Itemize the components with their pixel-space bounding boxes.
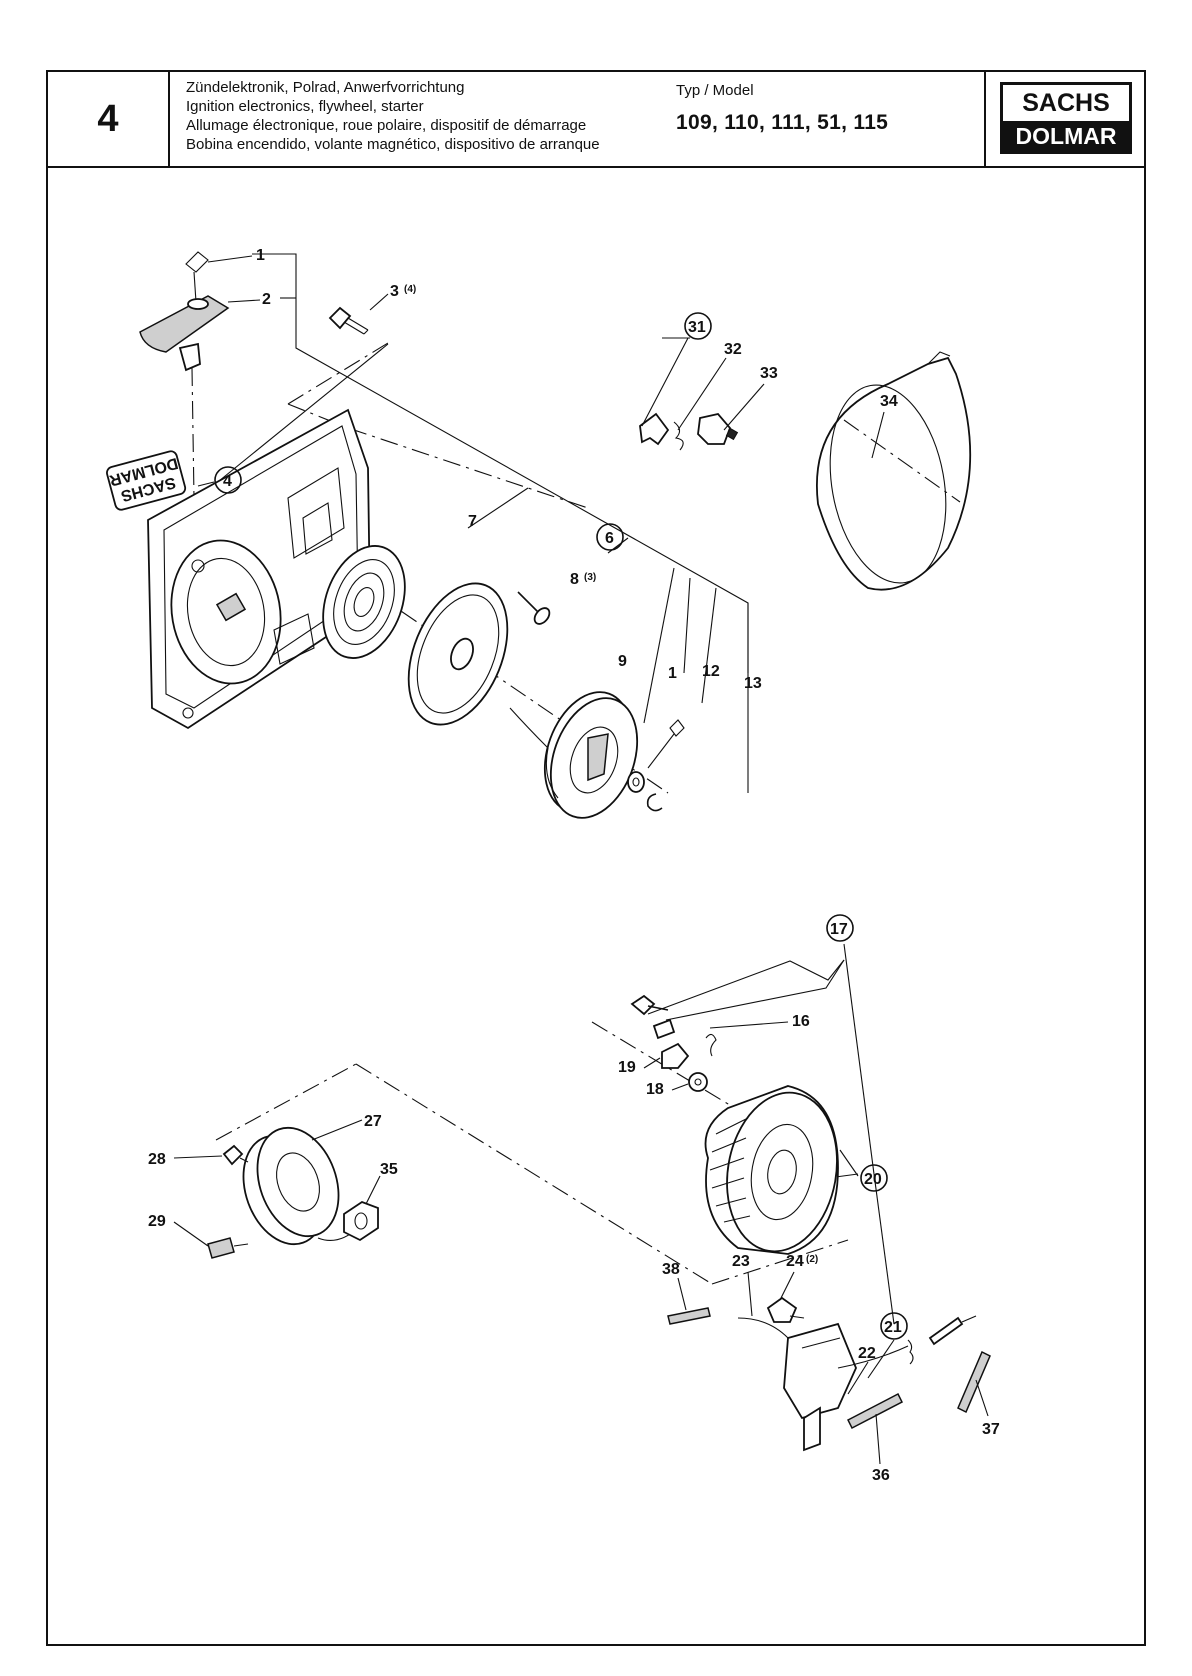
protective-hoses	[667, 1307, 991, 1430]
ignition-stator	[242, 1126, 359, 1246]
label-7: 7	[468, 513, 477, 530]
label-24: 24	[786, 1253, 804, 1270]
title-spanish: Bobina encendido, volante magnético, dis…	[186, 136, 600, 153]
flywheel-leader-lines	[215, 943, 895, 1379]
label-3-quantity: (4)	[404, 284, 416, 295]
label-34: 34	[880, 393, 898, 410]
label-33: 33	[760, 365, 778, 382]
label-1: 1	[256, 247, 265, 264]
label-31: 31	[688, 319, 706, 336]
screw-28	[222, 1144, 249, 1166]
fan-housing	[816, 351, 972, 591]
ignition-coil	[737, 1296, 977, 1452]
pawl-and-fasteners	[630, 994, 717, 1092]
section-titles: Zündelektronik, Polrad, Anwerfvorrichtun…	[186, 78, 686, 154]
label-leader-lines	[173, 255, 989, 1465]
label-12: 12	[702, 663, 720, 680]
label-2: 2	[262, 291, 271, 308]
label-9: 9	[618, 653, 627, 670]
starter-handle	[139, 251, 230, 499]
label-32: 32	[724, 341, 742, 358]
brand-logo-box: SACHS DOLMAR	[984, 72, 1148, 166]
label-22: 22	[858, 1345, 876, 1362]
label-24-quantity: (2)	[806, 1254, 818, 1265]
label-4: 4	[223, 473, 232, 490]
title-german: Zündelektronik, Polrad, Anwerfvorrichtun…	[186, 79, 465, 96]
label-37: 37	[982, 1421, 1000, 1438]
label-6: 6	[605, 530, 614, 547]
label-38: 38	[662, 1261, 680, 1278]
label-23: 23	[732, 1253, 750, 1270]
label-28: 28	[148, 1151, 166, 1168]
page-frame: 4 Zündelektronik, Polrad, Anwerfvorricht…	[46, 70, 1146, 1646]
logo-bottom-text: DOLMAR	[1003, 121, 1129, 151]
starter-cover	[147, 408, 371, 730]
label-8-quantity: (3)	[584, 572, 596, 583]
title-french: Allumage électronique, roue polaire, dis…	[186, 117, 587, 134]
screw-8	[517, 591, 551, 625]
label-29: 29	[148, 1213, 166, 1230]
spring-housing	[322, 545, 406, 659]
model-block: Typ / Model 109, 110, 111, 51, 115	[676, 82, 976, 135]
label-17: 17	[830, 921, 848, 938]
rope-pulley	[509, 691, 639, 819]
starter-plate	[407, 582, 509, 726]
label-1-knot: 1	[668, 665, 677, 682]
brand-logo: SACHS DOLMAR	[1000, 82, 1132, 154]
part-labels: 1 2 3 (4) 4 6 7 8 (3) 9 1 12 13 31 32 33…	[148, 247, 1000, 1484]
spark-plug-cap-group	[639, 412, 739, 451]
model-value: 109, 110, 111, 51, 115	[676, 111, 889, 134]
nut-35	[343, 1200, 379, 1242]
label-3: 3	[390, 283, 399, 300]
screw-3	[328, 306, 369, 335]
label-36: 36	[872, 1467, 890, 1484]
label-18: 18	[646, 1081, 664, 1098]
model-label: Typ / Model	[676, 82, 754, 99]
sachs-dolmar-decal: SACHS DOLMAR	[106, 450, 187, 511]
label-19: 19	[618, 1059, 636, 1076]
label-27: 27	[364, 1113, 382, 1130]
label-8: 8	[570, 571, 579, 588]
label-13: 13	[744, 675, 762, 692]
flywheel	[704, 1085, 839, 1255]
label-16: 16	[792, 1013, 810, 1030]
washer-and-clip	[627, 719, 685, 812]
label-35: 35	[380, 1161, 398, 1178]
header: 4 Zündelektronik, Polrad, Anwerfvorricht…	[48, 72, 1144, 168]
label-20: 20	[864, 1171, 882, 1188]
label-circles	[214, 312, 908, 1340]
section-number: 4	[48, 72, 170, 166]
exploded-parts-diagram: SACHS DOLMAR	[106, 247, 1000, 1484]
logo-top-text: SACHS	[1022, 88, 1110, 117]
label-21: 21	[884, 1319, 902, 1336]
title-english: Ignition electronics, flywheel, starter	[186, 98, 424, 115]
connector-29	[207, 1237, 249, 1259]
